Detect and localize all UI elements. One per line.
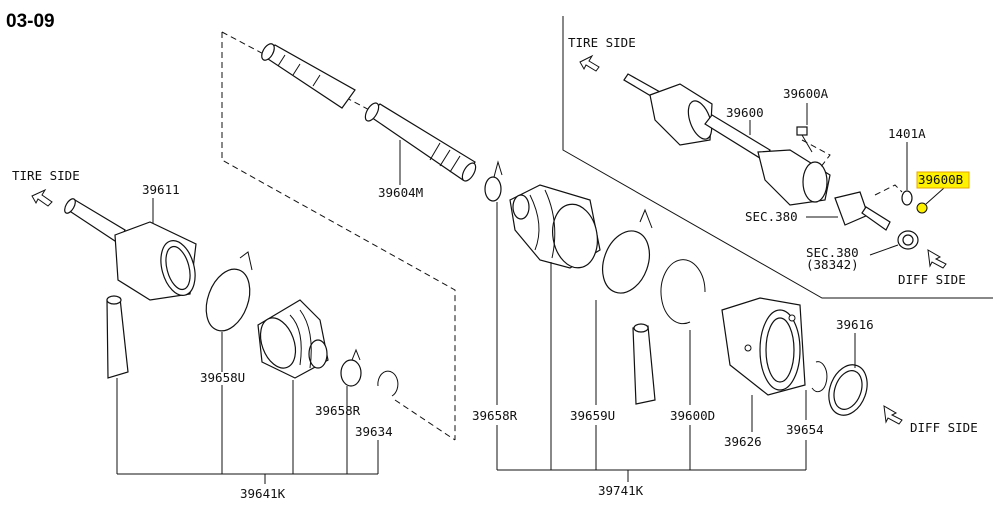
outer-joint-39611-part <box>64 198 197 301</box>
bracket-39641k <box>116 378 379 484</box>
seal-38342-part <box>897 230 919 250</box>
label-39604m: 39604M <box>378 185 423 200</box>
dashed-frame-bottom <box>394 399 456 441</box>
bracket-39741k <box>496 262 807 482</box>
band-39658r-left-part <box>340 348 362 387</box>
dashed-frame-left <box>221 32 456 440</box>
label-39600a: 39600A <box>783 86 829 101</box>
arrow-diff-side-mid-icon <box>927 249 947 269</box>
pin-left-part <box>106 295 129 379</box>
shaft-upper-part <box>260 43 356 109</box>
label-39659u: 39659U <box>570 408 615 423</box>
label-1401a: 1401A <box>888 126 926 141</box>
label-39658r-mid: 39658R <box>472 408 518 423</box>
label-39600b[interactable]: 39600B <box>918 172 963 187</box>
arrow-tire-side-right-icon <box>579 54 600 72</box>
label-sec380-a[interactable]: SEC.380 <box>745 209 798 224</box>
label-39741k: 39741K <box>598 483 644 498</box>
tire-side-left-label: TIRE SIDE <box>12 168 80 183</box>
washer-1401a-part <box>874 184 913 206</box>
band-39658u-part <box>205 251 253 332</box>
nut-39600b-part <box>916 187 945 214</box>
label-39658u: 39658U <box>200 370 245 385</box>
label-39634: 39634 <box>355 424 393 439</box>
snap-ring-39600d-part <box>660 259 706 325</box>
bolt-39600a-part <box>796 126 831 169</box>
diff-side-mid-label: DIFF SIDE <box>898 272 966 287</box>
tire-side-right-label: TIRE SIDE <box>568 35 636 50</box>
drive-shaft-assembly-39600-part <box>623 73 891 231</box>
label-39611: 39611 <box>142 182 180 197</box>
pin-middle-part <box>632 323 656 405</box>
band-39659u-part <box>602 208 653 294</box>
page-reference: 03-09 <box>6 11 55 32</box>
boot-middle-part <box>509 184 601 269</box>
label-39600d: 39600D <box>670 408 715 423</box>
label-39616: 39616 <box>836 317 874 332</box>
housing-39626-part <box>721 297 806 396</box>
label-39626: 39626 <box>724 434 762 449</box>
label-39641k: 39641K <box>240 486 286 501</box>
highlight-39600b <box>916 171 970 189</box>
label-sec380-b[interactable]: SEC.380 <box>806 245 859 260</box>
label-39600: 39600 <box>726 105 764 120</box>
boot-left-part <box>257 299 329 379</box>
snap-ring-39654-part <box>811 361 828 393</box>
label-39654: 39654 <box>786 422 824 437</box>
inset-border <box>562 16 993 299</box>
diff-side-bottom-label: DIFF SIDE <box>910 420 978 435</box>
shaft-39604m-part <box>364 102 477 182</box>
ring-39616-part <box>828 364 868 416</box>
label-sec380-b-sub: (38342) <box>806 257 859 272</box>
band-small-middle-part <box>484 160 503 202</box>
arrow-diff-side-bottom-icon <box>883 405 903 425</box>
leader-sec380-b <box>869 244 899 256</box>
arrow-tire-side-left-icon <box>31 188 53 207</box>
label-39658r-left: 39658R <box>315 403 361 418</box>
snap-ring-39634-part <box>377 370 399 397</box>
